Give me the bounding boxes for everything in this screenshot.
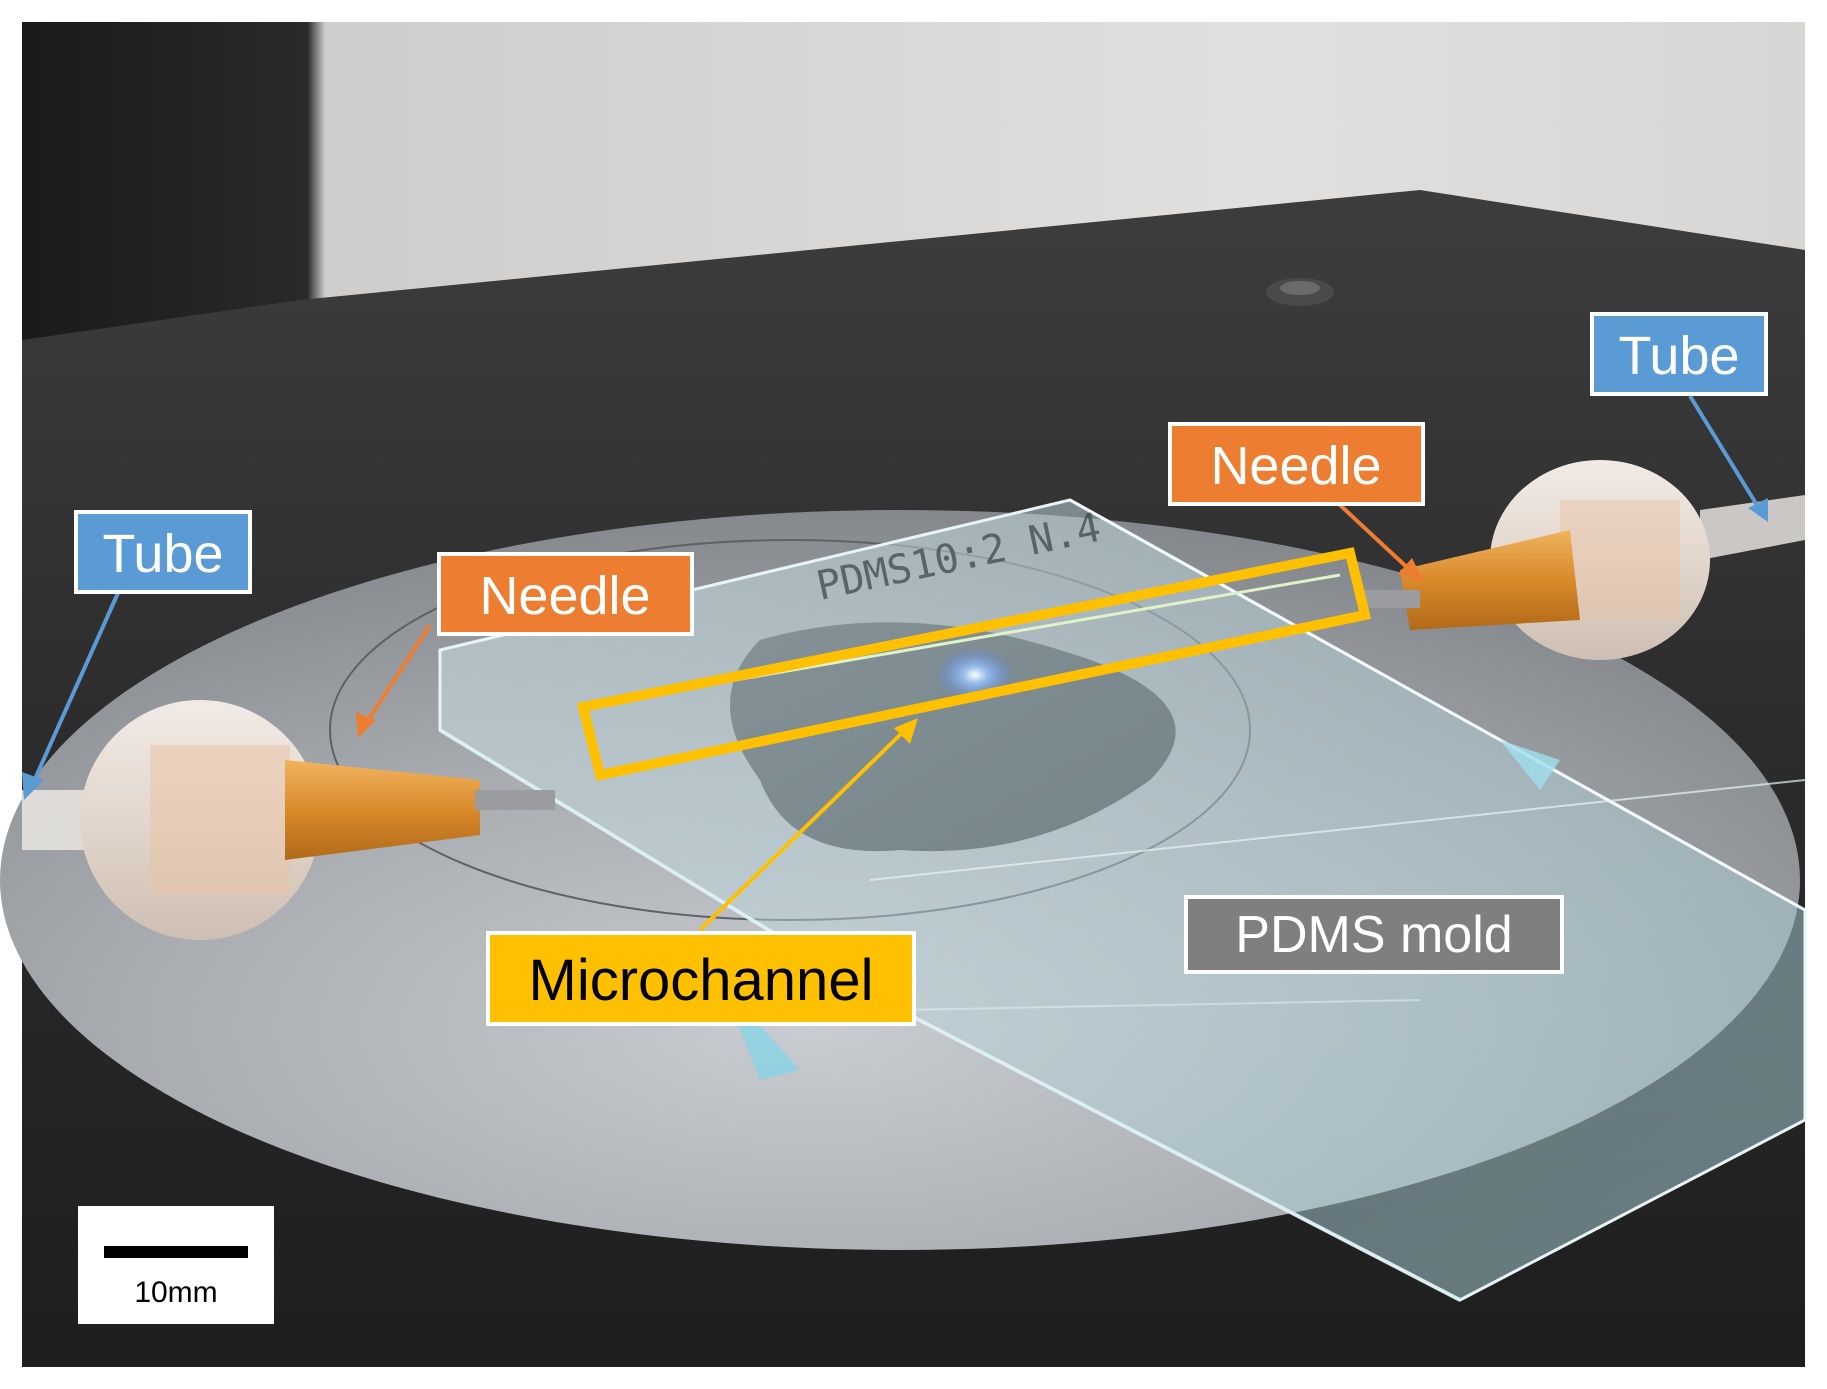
pdms-inner-line-2 bbox=[899, 999, 1421, 1011]
microchannel-highlight-box bbox=[576, 547, 1372, 781]
label-tube-left: Tube bbox=[74, 510, 252, 594]
label-needle-right: Needle bbox=[1168, 422, 1425, 506]
right-connector bbox=[1360, 460, 1805, 660]
right-tube-arrowhead bbox=[1748, 498, 1768, 522]
pdms-inner-line bbox=[869, 779, 1806, 881]
right-needle-hub bbox=[1400, 530, 1580, 630]
tube-right-label: Tube bbox=[1618, 326, 1739, 386]
microchannel-label: Microchannel bbox=[529, 948, 874, 1013]
needle-right-box bbox=[1168, 422, 1425, 506]
tube-left-label: Tube bbox=[102, 524, 223, 584]
left-needle-arrow bbox=[363, 623, 432, 727]
right-tube-arrow bbox=[1688, 394, 1762, 512]
needle-right-label: Needle bbox=[1210, 436, 1381, 496]
label-pdms-mold: PDMS mold bbox=[1184, 895, 1564, 974]
left-needle-arrowhead bbox=[356, 712, 376, 738]
microchannel-arrowhead bbox=[894, 718, 918, 744]
right-tube-segment bbox=[1700, 495, 1805, 560]
annotation-arrows bbox=[22, 394, 1768, 932]
needle-left-label: Needle bbox=[479, 566, 650, 626]
photo-scene: PDMS10:2 N.4 bbox=[0, 22, 1807, 1367]
tube-left-box bbox=[74, 510, 252, 594]
scale-bar: 10mm bbox=[78, 1206, 274, 1324]
scale-bar-label: 10mm bbox=[134, 1276, 217, 1309]
right-needle-arrow bbox=[1338, 503, 1414, 574]
left-needle-tip bbox=[475, 790, 555, 810]
needle-left-box bbox=[437, 552, 694, 636]
right-needle-tip bbox=[1360, 590, 1420, 608]
microchannel-arrow bbox=[698, 728, 907, 932]
left-fitting-body bbox=[150, 745, 290, 895]
pdms-mold-label: PDMS mold bbox=[1235, 906, 1512, 964]
instrument-knob-top bbox=[1280, 281, 1320, 295]
tube-right-box bbox=[1590, 312, 1768, 396]
label-microchannel: Microchannel bbox=[486, 931, 916, 1026]
pdms-mold-box bbox=[1184, 895, 1564, 974]
right-fitting-body bbox=[1560, 500, 1680, 620]
scale-bar-line bbox=[104, 1246, 248, 1258]
left-connector bbox=[22, 700, 555, 940]
scale-bar-background bbox=[78, 1206, 274, 1324]
left-needle-hub bbox=[285, 760, 480, 860]
label-needle-left: Needle bbox=[437, 552, 694, 636]
left-tube-arrowhead bbox=[22, 772, 44, 800]
cyan-reflection-2 bbox=[1500, 740, 1560, 790]
pdms-edge-top bbox=[1069, 498, 1806, 912]
microchannel-box bbox=[486, 931, 916, 1026]
right-needle-arrowhead bbox=[1398, 558, 1424, 582]
left-tube-arrow bbox=[28, 592, 120, 791]
label-tube-right: Tube bbox=[1590, 312, 1768, 396]
